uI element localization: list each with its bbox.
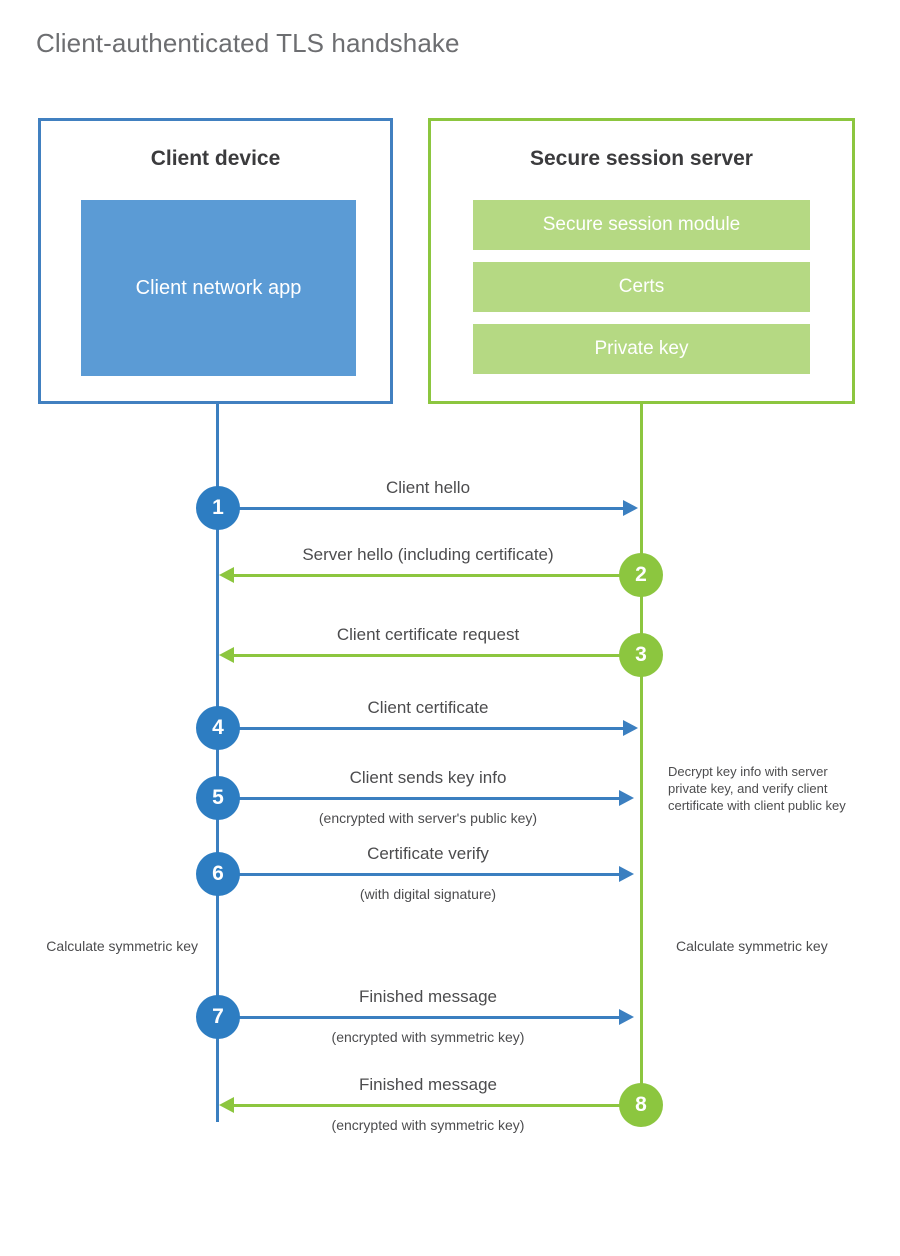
page-title: Client-authenticated TLS handshake: [36, 28, 460, 58]
arrow-head-right-icon: [623, 720, 638, 736]
arrow-head-left-icon: [219, 647, 234, 663]
message-label: Client certificate request: [336, 625, 520, 644]
arrow-line: [218, 797, 619, 800]
arrow-line: [234, 654, 639, 657]
arrow-line: [218, 873, 619, 876]
message-label: Client hello: [385, 478, 471, 497]
message-label: Certificate verify: [367, 844, 489, 863]
note-calculate-symmetric-key-server: Calculate symmetric key: [676, 938, 828, 954]
message-sublabel: (encrypted with server's public key): [318, 810, 538, 826]
arrow-line: [234, 574, 639, 577]
step-circle-8: 8: [619, 1083, 663, 1127]
client-device-title: Client device: [150, 147, 281, 170]
arrow-line: [234, 1104, 639, 1107]
arrow-head-left-icon: [219, 567, 234, 583]
message-sublabel: (encrypted with symmetric key): [331, 1117, 525, 1133]
secure-session-server-box: Secure session server Secure session mod…: [428, 118, 855, 404]
step-circle-5: 5: [196, 776, 240, 820]
message-sublabel: (encrypted with symmetric key): [331, 1029, 525, 1045]
arrow-head-right-icon: [619, 790, 634, 806]
message-label: Finished message: [359, 987, 497, 1006]
server-component-secure-session-module: Secure session module: [473, 200, 810, 250]
note-calculate-symmetric-key-client: Calculate symmetric key: [46, 938, 198, 954]
client-lifeline: [216, 404, 219, 1122]
step-circle-7: 7: [196, 995, 240, 1039]
step-circle-3: 3: [619, 633, 663, 677]
server-component-certs: Certs: [473, 262, 810, 312]
arrow-head-right-icon: [619, 866, 634, 882]
message-label: Client certificate: [367, 698, 489, 717]
message-label: Server hello (including certificate): [302, 545, 554, 564]
arrow-head-left-icon: [219, 1097, 234, 1113]
message-label: Finished message: [359, 1075, 497, 1094]
message-sublabel: (with digital signature): [359, 886, 497, 902]
server-lifeline: [640, 404, 643, 1105]
step-circle-4: 4: [196, 706, 240, 750]
step-circle-2: 2: [619, 553, 663, 597]
secure-session-server-title: Secure session server: [530, 147, 753, 170]
arrow-line: [218, 727, 623, 730]
arrow-head-right-icon: [623, 500, 638, 516]
arrow-head-right-icon: [619, 1009, 634, 1025]
client-network-app-block: Client network app: [81, 200, 356, 376]
step-circle-1: 1: [196, 486, 240, 530]
arrow-line: [218, 1016, 619, 1019]
arrow-line: [218, 507, 623, 510]
note-decrypt-key-info: Decrypt key info with server private key…: [668, 764, 846, 813]
message-label: Client sends key info: [349, 768, 507, 787]
client-device-box: Client device Client network app: [38, 118, 393, 404]
step-circle-6: 6: [196, 852, 240, 896]
server-component-private-key: Private key: [473, 324, 810, 374]
